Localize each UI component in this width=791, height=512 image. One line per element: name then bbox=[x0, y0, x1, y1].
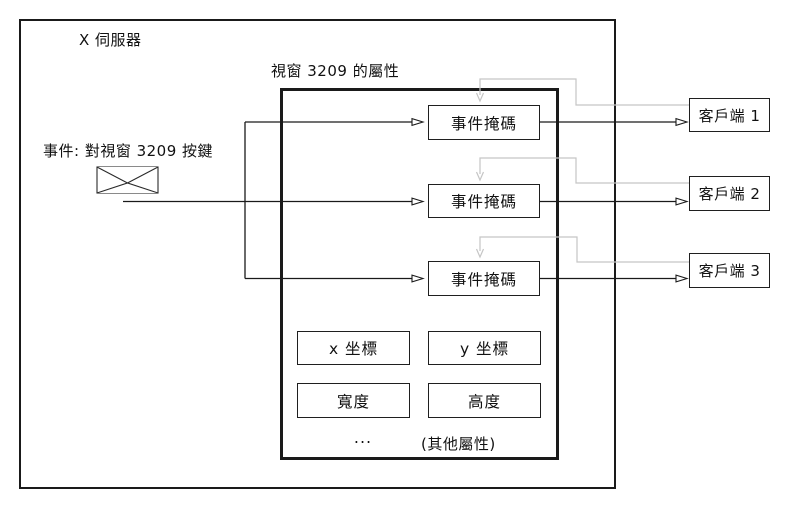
event-caption: 事件: 對視窗 3209 按鍵 bbox=[43, 142, 214, 160]
window-properties-title: 視窗 3209 的屬性 bbox=[271, 62, 400, 80]
event-mask-1: 事件掩碼 bbox=[428, 105, 540, 140]
envelope-icon bbox=[96, 166, 159, 194]
other-properties-caption: (其他屬性) bbox=[421, 435, 496, 453]
mask-to-client-wires bbox=[540, 117, 689, 283]
client-1-box: 客戶端 1 bbox=[689, 98, 770, 132]
event-delivery-wires bbox=[123, 117, 425, 283]
property-width: 寬度 bbox=[297, 383, 410, 418]
event-mask-2: 事件掩碼 bbox=[428, 184, 540, 218]
property-y-coordinate: y 坐標 bbox=[428, 331, 541, 365]
window-properties-box bbox=[280, 88, 559, 460]
client-3-box: 客戶端 3 bbox=[689, 253, 770, 288]
feedback-wire-client1 bbox=[475, 78, 689, 106]
feedback-wire-client3 bbox=[475, 236, 689, 263]
client-2-box: 客戶端 2 bbox=[689, 176, 770, 211]
property-x-coordinate: x 坐標 bbox=[297, 331, 410, 365]
property-height: 高度 bbox=[428, 383, 541, 418]
server-title: X 伺服器 bbox=[79, 31, 142, 49]
ellipsis: ... bbox=[353, 428, 373, 447]
feedback-wire-client2 bbox=[475, 157, 689, 184]
x-server-box bbox=[19, 19, 616, 489]
event-mask-3: 事件掩碼 bbox=[428, 261, 540, 296]
